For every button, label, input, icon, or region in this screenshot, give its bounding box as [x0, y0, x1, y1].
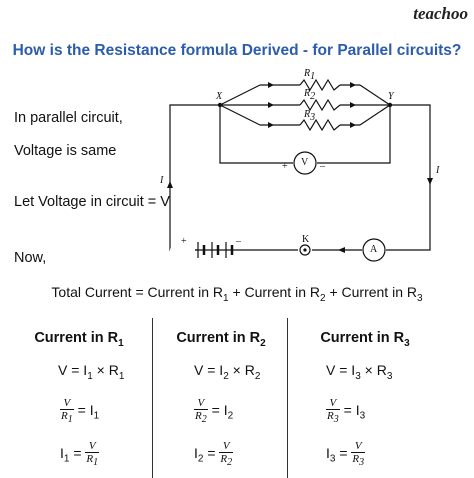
voltmeter-symbol	[293, 151, 317, 175]
node-y-label: Y	[388, 91, 394, 102]
r1-label: R1	[304, 68, 316, 82]
column-r1: Current in R1	[4, 330, 154, 349]
node-x-label: X	[216, 91, 223, 102]
resistor-r3	[299, 118, 341, 132]
column-heading: Current in R1	[34, 330, 124, 349]
current-label-left: I	[160, 175, 164, 186]
resistor-r2	[299, 98, 341, 112]
text-in-parallel: In parallel circuit,	[14, 110, 123, 126]
teachoo-logo: teachoo	[413, 4, 468, 23]
page-title: How is the Resistance formula Derived - …	[12, 42, 462, 59]
outer-wire	[169, 104, 431, 251]
text-voltage-same: Voltage is same	[14, 143, 117, 159]
column-r3: Current in R3	[290, 330, 440, 349]
resistor-r1	[299, 78, 341, 92]
battery-plus: +	[181, 236, 187, 247]
voltmeter-label: V	[301, 157, 309, 168]
column-heading: Current in R2	[176, 330, 266, 349]
voltmeter-plus: +	[282, 161, 288, 172]
column-divider	[152, 318, 153, 478]
r2-label: R2	[304, 88, 316, 102]
column-r2: Current in R2	[146, 330, 296, 349]
column-divider	[287, 318, 288, 478]
ohm-law-r1: V = I1 × R1	[58, 362, 125, 382]
column-heading: Current in R3	[320, 330, 410, 349]
parallel-circuit-diagram	[167, 78, 433, 262]
key-symbol	[299, 244, 311, 256]
ohm-law-r2: V = I2 × R2	[194, 362, 261, 382]
battery-minus: –	[236, 236, 241, 247]
voltmeter-minus: –	[320, 161, 325, 172]
key-label: K	[302, 234, 310, 245]
text-let-voltage: Let Voltage in circuit = V	[14, 194, 170, 210]
current-label-right: I	[436, 165, 440, 176]
ammeter-label: A	[370, 244, 378, 255]
ohm-law-r3: V = I3 × R3	[326, 362, 393, 382]
text-now: Now,	[14, 250, 47, 266]
total-current-equation: Total Current = Current in R1 + Current …	[51, 284, 423, 304]
r3-label: R3	[304, 109, 316, 123]
ammeter-symbol	[362, 238, 386, 262]
